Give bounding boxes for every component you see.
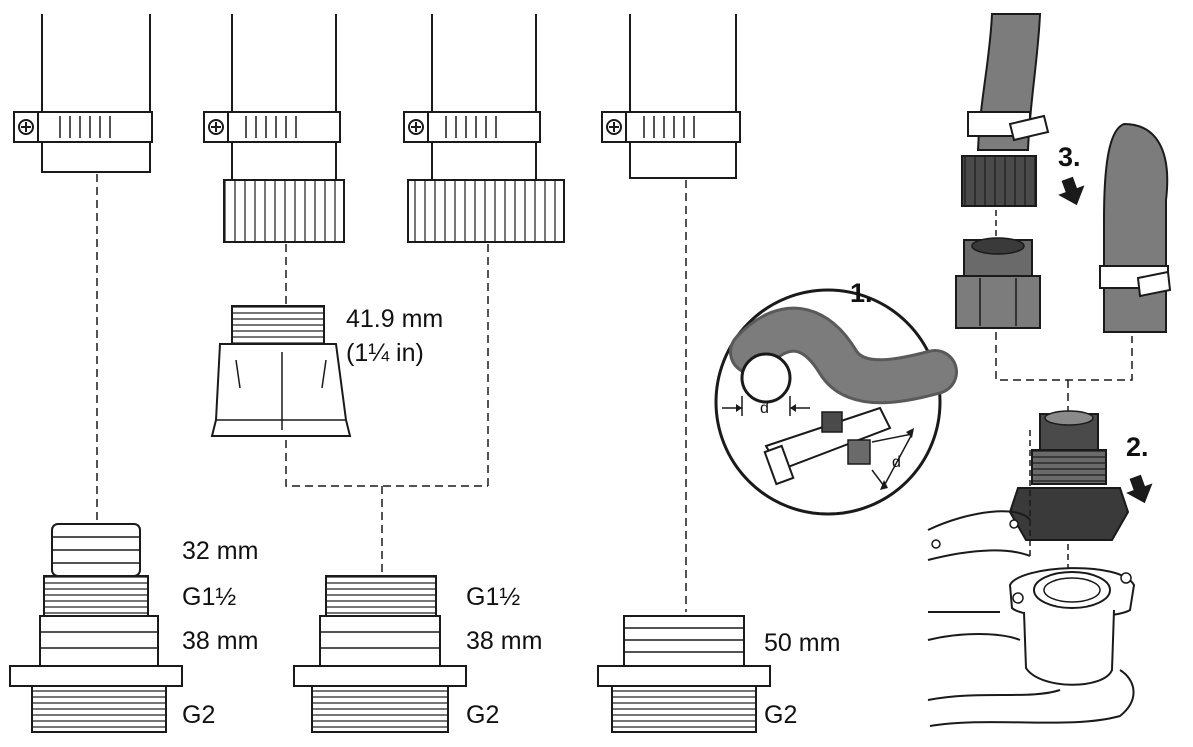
fitting-flange [9, 665, 183, 687]
fitting-38mm [319, 615, 441, 667]
hose-end [41, 139, 151, 173]
coupling-nut-lower [955, 275, 1041, 329]
label-c1-32mm: 32 mm [182, 537, 259, 565]
label-41mm: 41.9 mm [346, 305, 444, 333]
column-2-hose-assembly [203, 14, 345, 243]
column-1-hose-assembly [13, 14, 153, 173]
tank-fitting-nut [1008, 487, 1130, 541]
hose-end [231, 141, 337, 181]
fitting-50mm [623, 615, 745, 667]
fitting-38mm [39, 615, 159, 667]
arrow-down-icon [1126, 474, 1153, 504]
hose-clamp [625, 111, 741, 143]
hose-end [629, 141, 737, 179]
adapter-41mm [210, 305, 352, 437]
detail-d-label-side: d [892, 454, 901, 471]
label-c2-g1half: G1½ [466, 583, 521, 611]
adapter-nut [210, 343, 352, 437]
fitting-flange [293, 665, 467, 687]
hose-end [431, 141, 537, 181]
detail-measure-diameter [714, 288, 958, 516]
tank-outline [927, 510, 1031, 531]
hose-cross-section [740, 352, 792, 404]
column-4-fitting [597, 615, 771, 733]
hose-clamp [227, 111, 341, 143]
fitting-flange [597, 665, 771, 687]
label-c3-g2: G2 [764, 701, 798, 729]
label-c1-g1half: G1½ [182, 583, 237, 611]
label-c1-g2: G2 [182, 701, 216, 729]
hose-right [1103, 122, 1169, 333]
alignment-lines-2-3 [285, 244, 489, 574]
column-1-fitting [9, 523, 183, 733]
hose-clamp [427, 111, 541, 143]
label-c1-38mm: 38 mm [182, 627, 259, 655]
label-c3-50mm: 50 mm [764, 629, 841, 657]
label-c2-g2: G2 [466, 701, 500, 729]
step-1-label: 1. [850, 278, 873, 308]
label-41mm-inches: (1¼ in) [346, 339, 424, 367]
hose-clamp [37, 111, 153, 143]
fitting-end [821, 411, 843, 433]
label-c2-38mm: 38 mm [466, 627, 543, 655]
column-4-hose-assembly [601, 14, 741, 179]
right-assembly [927, 13, 1172, 727]
detail-d-label-top: d [760, 400, 769, 417]
step-2-label: 2. [1126, 432, 1149, 462]
step-3-label: 3. [1058, 142, 1081, 172]
column-2-fitting [293, 575, 467, 733]
arrow-down-icon [1058, 176, 1085, 206]
column-3-hose-assembly [403, 14, 565, 243]
